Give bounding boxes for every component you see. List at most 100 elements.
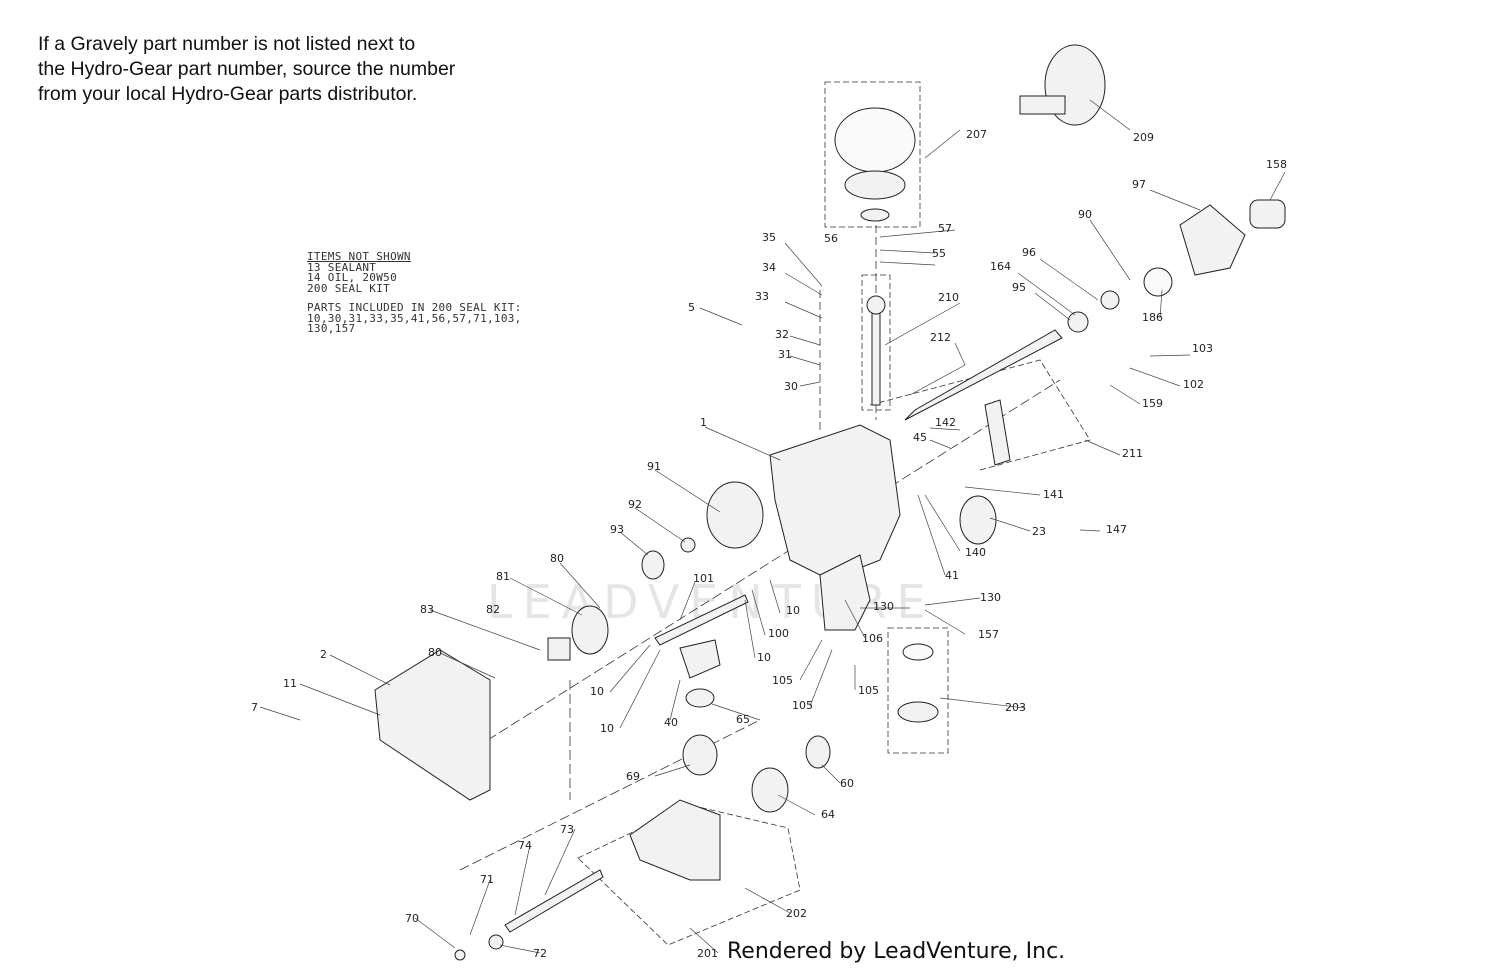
callout-label: 164 bbox=[990, 260, 1011, 273]
gear-part bbox=[488, 934, 504, 950]
callout-label: 96 bbox=[1022, 246, 1036, 259]
callout-label: 33 bbox=[755, 290, 769, 303]
callout-label: 81 bbox=[496, 570, 510, 583]
input-shaft bbox=[871, 299, 881, 406]
seal-part bbox=[805, 735, 831, 769]
cover-part bbox=[819, 554, 871, 631]
callout-label: 40 bbox=[664, 716, 678, 729]
main-housing bbox=[769, 424, 901, 581]
callout-label: 55 bbox=[932, 247, 946, 260]
callout-label: 158 bbox=[1266, 158, 1287, 171]
callout-label: 97 bbox=[1132, 178, 1146, 191]
note-line: the Hydro-Gear part number, source the n… bbox=[38, 58, 456, 80]
callout-label: 106 bbox=[862, 632, 883, 645]
callout-label: 30 bbox=[784, 380, 798, 393]
callout-label: 105 bbox=[772, 674, 793, 687]
callout-label: 95 bbox=[1012, 281, 1026, 294]
bearing-part bbox=[1100, 290, 1120, 310]
bearing-part bbox=[866, 295, 886, 315]
callout-label: 102 bbox=[1183, 378, 1204, 391]
washer-part bbox=[454, 949, 466, 961]
callout-label: 69 bbox=[626, 770, 640, 783]
parts bbox=[374, 44, 1286, 961]
callout-label: 1 bbox=[700, 416, 707, 429]
callout-label: 34 bbox=[762, 261, 776, 274]
callout-label: 103 bbox=[1192, 342, 1213, 355]
seal-kit-line: 10,30,31,33,35,41,56,57,71,103, bbox=[307, 311, 522, 325]
swash-part bbox=[679, 639, 721, 679]
leader-lines bbox=[259, 99, 1286, 954]
items-not-shown-line: 13 SEALANT bbox=[307, 260, 377, 274]
callout-label: 186 bbox=[1142, 311, 1163, 324]
callout-label: 203 bbox=[1005, 701, 1026, 714]
callout-label: 82 bbox=[486, 603, 500, 616]
callout-label: 10 bbox=[757, 651, 771, 664]
callout-label: 101 bbox=[693, 572, 714, 585]
callout-label: 130 bbox=[980, 591, 1001, 604]
callout-label: 212 bbox=[930, 331, 951, 344]
callout-label: 211 bbox=[1122, 447, 1143, 460]
callout-label: 93 bbox=[610, 523, 624, 536]
gear-part bbox=[571, 605, 609, 655]
callout-label: 80 bbox=[428, 646, 442, 659]
callout-label: 70 bbox=[405, 912, 419, 925]
callout-label: 157 bbox=[978, 628, 999, 641]
callout-label: 5 bbox=[688, 301, 695, 314]
cylinder-block bbox=[682, 734, 718, 776]
callout-label: 83 bbox=[420, 603, 434, 616]
callout-label: 91 bbox=[647, 460, 661, 473]
washer-part bbox=[1143, 267, 1173, 297]
fan-assembly-box bbox=[824, 81, 921, 228]
callout-label: 10 bbox=[786, 604, 800, 617]
callout-label: 90 bbox=[1078, 208, 1092, 221]
callout-label: 202 bbox=[786, 907, 807, 920]
pulley-hub bbox=[860, 208, 890, 222]
callout-label: 71 bbox=[480, 873, 494, 886]
callout-label: 31 bbox=[778, 348, 792, 361]
callout-label: 10 bbox=[590, 685, 604, 698]
bracket-part bbox=[984, 399, 1011, 466]
callout-labels: 209 207 158 97 90 57 56 55 35 34 33 96 1… bbox=[251, 128, 1287, 960]
callout-label: 130 bbox=[873, 600, 894, 613]
note-line: If a Gravely part number is not listed n… bbox=[38, 33, 416, 55]
bearing-part bbox=[1067, 311, 1089, 333]
callout-label: 10 bbox=[600, 722, 614, 735]
callout-label: 57 bbox=[938, 222, 952, 235]
callout-label: 11 bbox=[283, 677, 297, 690]
callout-label: 7 bbox=[251, 701, 258, 714]
note-line: from your local Hydro-Gear parts distrib… bbox=[38, 83, 418, 105]
items-not-shown-line: 14 OIL, 20W50 bbox=[307, 271, 397, 284]
callout-label: 80 bbox=[550, 552, 564, 565]
cylinder-block bbox=[751, 767, 789, 813]
callout-label: 23 bbox=[1032, 525, 1046, 538]
pinion-part bbox=[547, 637, 571, 661]
callout-label: 147 bbox=[1106, 523, 1127, 536]
callout-label: 207 bbox=[966, 128, 987, 141]
callout-label: 2 bbox=[320, 648, 327, 661]
callout-label: 210 bbox=[938, 291, 959, 304]
fan-part bbox=[834, 107, 916, 173]
flange-part bbox=[1179, 204, 1246, 276]
gravely-part-number-note: If a Gravely part number is not listed n… bbox=[38, 32, 508, 107]
counter-shaft bbox=[654, 594, 749, 646]
seal-kit-line: PARTS INCLUDED IN 200 SEAL KIT: bbox=[307, 301, 522, 314]
axle-shaft bbox=[904, 329, 1063, 421]
center-section bbox=[629, 799, 721, 881]
callout-label: 74 bbox=[518, 839, 532, 852]
bearing-part bbox=[680, 537, 696, 553]
hub-shaft bbox=[1019, 95, 1066, 115]
callout-label: 140 bbox=[965, 546, 986, 559]
callout-label: 32 bbox=[775, 328, 789, 341]
pump-shaft bbox=[504, 869, 604, 933]
bearing-part bbox=[685, 688, 715, 708]
valve-part bbox=[897, 701, 939, 723]
motor-part bbox=[959, 495, 997, 545]
callout-label: 159 bbox=[1142, 397, 1163, 410]
callout-label: 35 bbox=[762, 231, 776, 244]
o-ring-part bbox=[902, 643, 934, 661]
valve-assembly-box bbox=[887, 627, 949, 754]
callout-label: 72 bbox=[533, 947, 547, 960]
items-not-shown-block: ITEMS NOT SHOWN 13 SEALANT 14 OIL, 20W50… bbox=[307, 251, 522, 335]
pulley-part bbox=[844, 170, 906, 200]
